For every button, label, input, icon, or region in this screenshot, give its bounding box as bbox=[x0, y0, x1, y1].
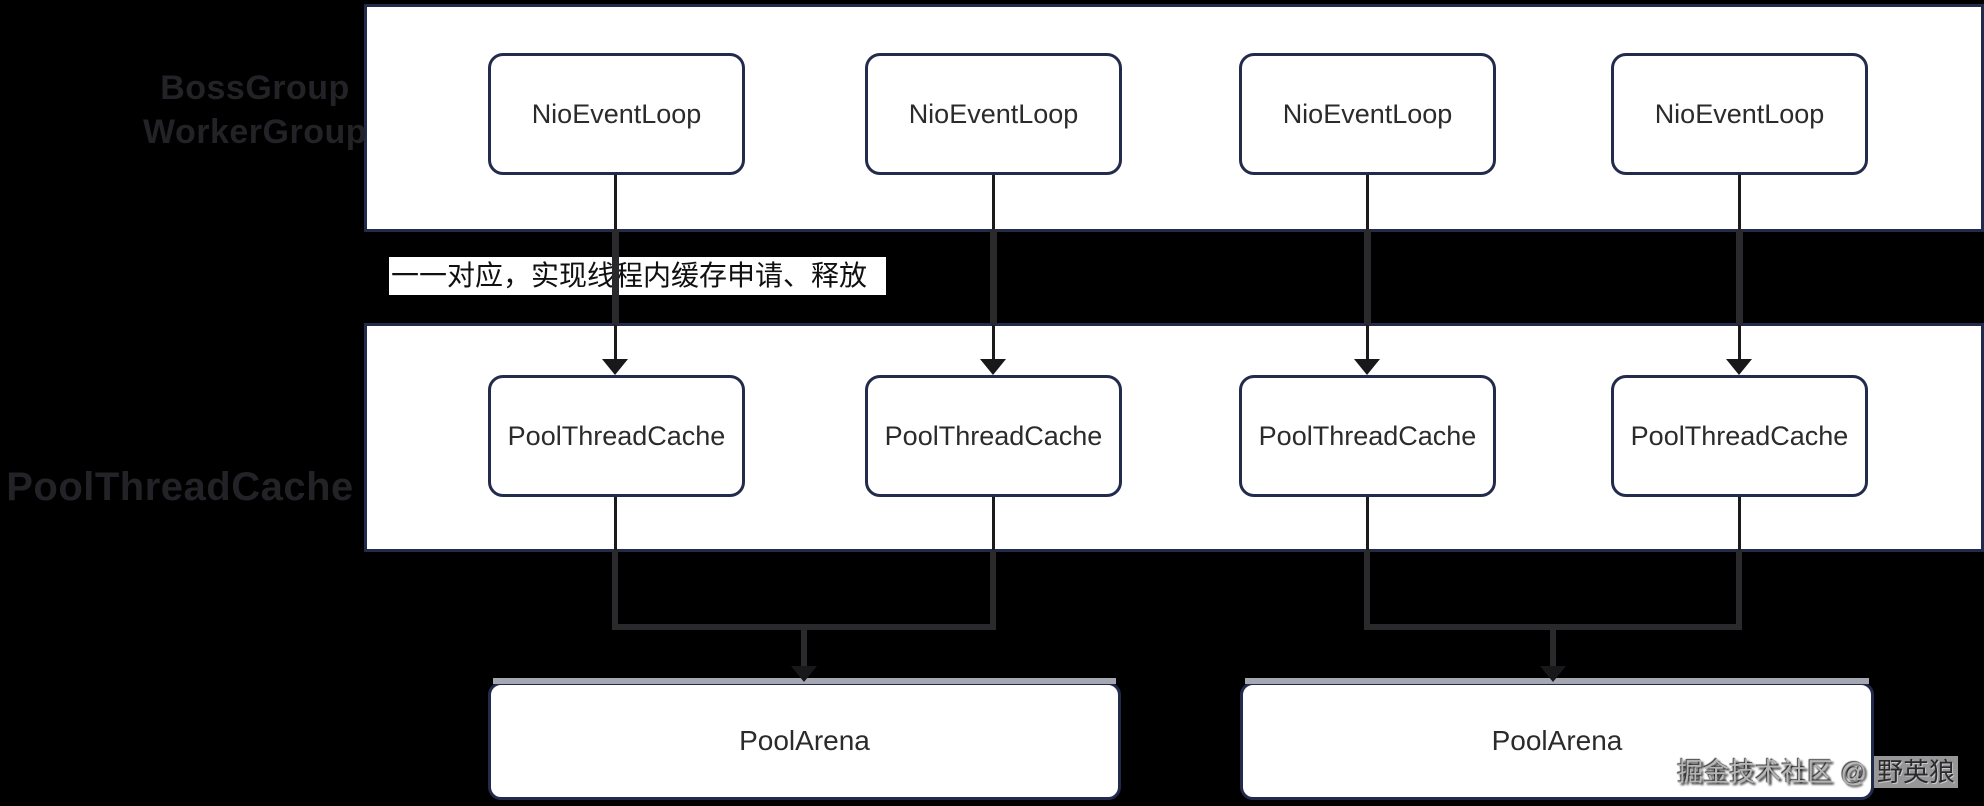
node-pool-arena-2: PoolArena bbox=[1240, 678, 1874, 800]
arrowhead-down-icon bbox=[980, 359, 1006, 375]
node-nio-event-loop-2: NioEventLoop bbox=[865, 53, 1122, 175]
connector-line bbox=[1364, 229, 1371, 325]
row-label-boss-group: BossGroup bbox=[160, 69, 350, 107]
node-nio-event-loop-3: NioEventLoop bbox=[1239, 53, 1496, 175]
node-label: NioEventLoop bbox=[908, 98, 1079, 129]
node-label: PoolArena bbox=[739, 725, 870, 756]
arrowhead-down-icon bbox=[1540, 666, 1566, 682]
connector-line bbox=[1736, 550, 1742, 630]
node-pool-arena-1: PoolArena bbox=[488, 678, 1121, 800]
node-label: NioEventLoop bbox=[1282, 98, 1453, 129]
row-label-worker-group: WorkerGroup bbox=[142, 113, 367, 151]
annotation-label: 一一对应，实现线程内缓存申请、释放 bbox=[389, 257, 886, 295]
node-pool-thread-cache-2: PoolThreadCache bbox=[865, 375, 1122, 497]
node-nio-event-loop-4: NioEventLoop bbox=[1611, 53, 1868, 175]
node-label: NioEventLoop bbox=[1654, 98, 1825, 129]
arrowhead-down-icon bbox=[791, 666, 817, 682]
node-label: PoolThreadCache bbox=[1258, 420, 1477, 451]
node-pool-thread-cache-1: PoolThreadCache bbox=[488, 375, 745, 497]
node-pool-thread-cache-3: PoolThreadCache bbox=[1239, 375, 1496, 497]
arrowhead-down-icon bbox=[602, 359, 628, 375]
connector-line bbox=[1736, 229, 1743, 325]
node-label: NioEventLoop bbox=[531, 98, 702, 129]
node-pool-thread-cache-4: PoolThreadCache bbox=[1611, 375, 1868, 497]
connector-line bbox=[1550, 624, 1556, 668]
row-label-groups: BossGroup WorkerGroup bbox=[60, 66, 450, 154]
watermark-prefix: 掘金技术社区 @ bbox=[1677, 757, 1874, 787]
connector-line bbox=[801, 624, 807, 668]
connector-line bbox=[1366, 493, 1369, 553]
node-nio-event-loop-1: NioEventLoop bbox=[488, 53, 745, 175]
connector-line bbox=[990, 229, 997, 325]
arrowhead-down-icon bbox=[1354, 359, 1380, 375]
connector-line bbox=[612, 229, 619, 325]
connector-line bbox=[614, 493, 617, 553]
node-label: PoolThreadCache bbox=[507, 420, 726, 451]
node-label: PoolThreadCache bbox=[884, 420, 1103, 451]
node-label: PoolArena bbox=[1491, 725, 1623, 756]
connector-line bbox=[612, 550, 618, 630]
watermark: 掘金技术社区 @ 野英狼 bbox=[1677, 752, 1958, 789]
connector-line bbox=[992, 493, 995, 553]
watermark-author: 野英狼 bbox=[1873, 756, 1958, 788]
row-label-pool-thread-cache: PoolThreadCache bbox=[6, 465, 354, 509]
connector-line bbox=[990, 550, 996, 630]
node-label: PoolThreadCache bbox=[1630, 420, 1849, 451]
connector-line bbox=[1364, 550, 1370, 630]
arrowhead-down-icon bbox=[1726, 359, 1752, 375]
connector-line bbox=[1738, 493, 1741, 553]
